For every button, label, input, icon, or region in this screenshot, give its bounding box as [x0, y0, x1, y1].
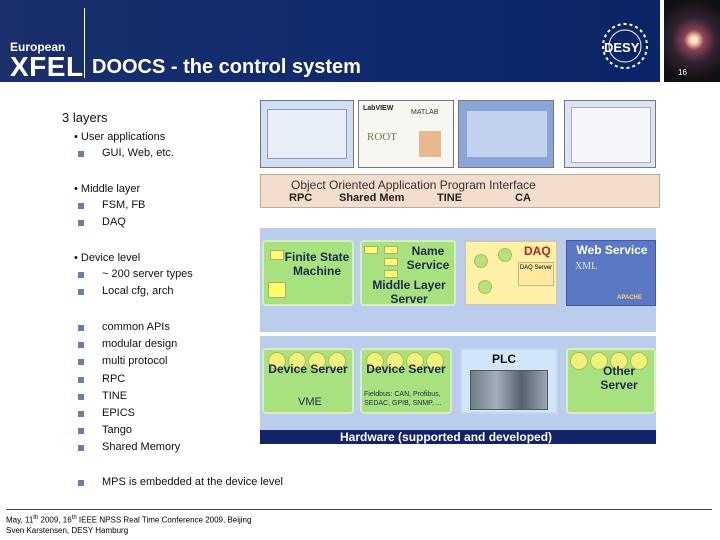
- architecture-diagram: LabVIEW MATLAB ROOT Object Oriented Appl…: [260, 98, 660, 448]
- feature-item: Tango: [102, 424, 132, 436]
- api-title: Object Oriented Application Program Inte…: [291, 178, 536, 192]
- vme-label: VME: [298, 396, 322, 408]
- feature-item: common APIs: [102, 321, 170, 333]
- footer-conference: IEEE NPSS Real Time Conference 2009, Bei…: [76, 515, 252, 525]
- bullet-square: [78, 359, 84, 365]
- feature-item: Shared Memory: [102, 441, 181, 453]
- daq-box: DAQ DAQ Server: [464, 240, 558, 306]
- logo-big-text: XFEL: [10, 51, 84, 82]
- app-screenshot-3: [458, 100, 554, 168]
- footer: May, 11th 2009, 16th IEEE NPSS Real Time…: [6, 513, 251, 536]
- bullet-square: [78, 377, 84, 383]
- sub-bullet-local-cfg: Local cfg, arch: [102, 285, 174, 297]
- bullet-square: [78, 342, 84, 348]
- bullet-device-level: • Device level: [74, 252, 141, 264]
- footer-date-pre: May, 11: [6, 515, 34, 525]
- sub-bullet-server-types: ~ 200 server types: [102, 268, 193, 280]
- page-number: 16: [678, 68, 687, 77]
- bullet-square: [78, 203, 84, 209]
- device-server-fieldbus-box: Device Server Fieldbus: CAN, Profibus, S…: [360, 348, 452, 414]
- fsm-label: Finite State Machine: [284, 250, 350, 278]
- api-ca: CA: [515, 192, 531, 204]
- bullet-square: [78, 394, 84, 400]
- api-rpc: RPC: [289, 192, 313, 204]
- desy-logo-text: DESY: [604, 40, 640, 55]
- api-bar: Object Oriented Application Program Inte…: [260, 174, 660, 208]
- other-server-label: Other Server: [600, 364, 638, 392]
- bullet-square: [78, 151, 84, 157]
- desy-ring-icon: [602, 23, 648, 69]
- feature-item: modular design: [102, 338, 178, 350]
- app-screenshot-labview: LabVIEW MATLAB ROOT: [358, 100, 454, 168]
- sub-bullet-fsm: FSM, FB: [102, 199, 146, 211]
- bullet-square: [78, 272, 84, 278]
- feature-item: multi protocol: [102, 355, 168, 367]
- daq-label: DAQ: [524, 244, 551, 258]
- matlab-label: MATLAB: [411, 109, 439, 116]
- bullet-middle-layer: • Middle layer: [74, 183, 141, 195]
- bullet-square: [78, 428, 84, 434]
- footer-sup-2: th: [71, 515, 77, 521]
- middle-layer-server-label: Middle Layer Server: [372, 278, 446, 306]
- footer-line-1: May, 11th 2009, 16th IEEE NPSS Real Time…: [6, 513, 251, 526]
- logo-small-text: European: [10, 40, 66, 54]
- web-service-label: Web Service: [576, 243, 648, 257]
- plc-box: PLC: [460, 348, 558, 414]
- plc-hardware-photo: [470, 370, 548, 410]
- apache-label: APACHE: [617, 295, 642, 301]
- bullet-square: [78, 289, 84, 295]
- app-screenshot-1: [260, 100, 354, 168]
- daq-server-label: DAQ Server: [518, 262, 554, 286]
- xml-label: XML: [575, 261, 598, 272]
- hardware-bar: Hardware (supported and developed): [260, 430, 656, 444]
- plc-label: PLC: [492, 352, 516, 366]
- api-shared-mem: Shared Mem: [339, 192, 405, 204]
- footer-rule: [6, 509, 712, 510]
- middle-layer-server-box: Name Service Middle Layer Server: [360, 240, 456, 306]
- device-server-2-label: Device Server: [366, 362, 446, 376]
- sub-bullet-gui: GUI, Web, etc.: [102, 147, 174, 159]
- web-service-box: Web Service XML APACHE: [566, 240, 656, 306]
- device-server-vme-box: Device Server VME: [262, 348, 354, 414]
- mps-text: MPS is embedded at the device level: [102, 476, 283, 488]
- api-tine: TINE: [437, 192, 463, 204]
- bullet-square: [78, 411, 84, 417]
- slide-header: European XFEL DOOCS - the control system…: [0, 0, 720, 82]
- other-server-box: Other Server: [566, 348, 656, 414]
- fieldbus-label: Fieldbus: CAN, Profibus, SEDAC, GPIB, SN…: [364, 391, 442, 407]
- device-server-1-label: Device Server: [268, 362, 348, 376]
- name-service-label: Name Service: [406, 244, 450, 272]
- bullet-square: [78, 325, 84, 331]
- root-label: ROOT: [367, 131, 397, 143]
- footer-date-mid: 2009, 16: [38, 515, 72, 525]
- bullet-square: [78, 480, 84, 486]
- footer-line-2: Sven Karstensen, DESY Hamburg: [6, 525, 129, 535]
- bullet-square: [78, 220, 84, 226]
- footer-sup-1: th: [33, 515, 39, 521]
- app-screenshot-4: [564, 100, 656, 168]
- logo-divider: [84, 8, 85, 78]
- labview-label: LabVIEW: [363, 105, 394, 112]
- section-title: 3 layers: [62, 110, 108, 125]
- header-photo: [664, 0, 720, 82]
- xfel-logo: European XFEL: [10, 40, 84, 81]
- feature-item: RPC: [102, 373, 126, 385]
- feature-item: EPICS: [102, 407, 136, 419]
- slide-title: DOOCS - the control system: [92, 56, 361, 78]
- fsm-box: Finite State Machine: [262, 240, 354, 306]
- header-band: [0, 0, 660, 82]
- bullet-square: [78, 445, 84, 451]
- bullet-user-apps: • User applications: [74, 131, 166, 143]
- sub-bullet-daq: DAQ: [102, 216, 126, 228]
- desy-logo: DESY: [596, 10, 654, 74]
- feature-item: TINE: [102, 390, 128, 402]
